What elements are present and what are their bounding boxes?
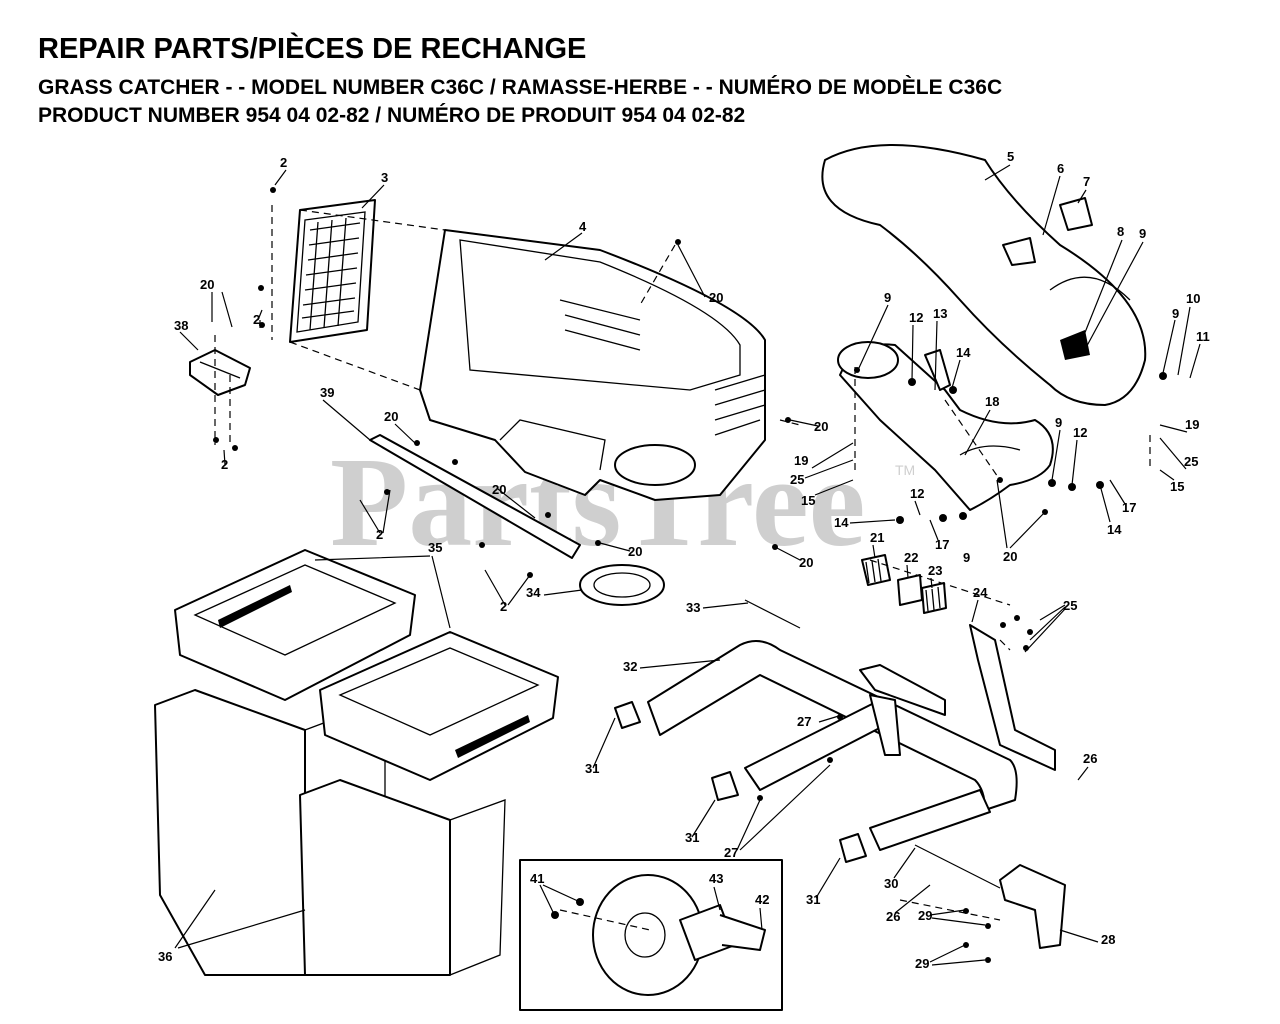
callout-14c: 14: [1107, 522, 1122, 537]
callout-labels: 2 3 4 5 6 7 8 9 9 9 10 11 9 12 13 14 18 …: [158, 149, 1210, 971]
wheel-inset: [519, 859, 783, 1011]
callout-25b: 25: [790, 472, 804, 487]
hardware-dots: [213, 187, 1167, 963]
callout-28: 28: [1101, 932, 1115, 947]
callout-2: 2: [280, 155, 287, 170]
callout-17b: 17: [1122, 500, 1136, 515]
callout-19b: 19: [794, 453, 808, 468]
callout-14a: 14: [956, 345, 971, 360]
watermark-trademark: TM: [895, 462, 915, 478]
callout-15b: 15: [801, 493, 815, 508]
callout-42: 42: [755, 892, 769, 907]
callout-39: 39: [320, 385, 334, 400]
callout-5: 5: [1007, 149, 1014, 164]
callout-2b: 2: [253, 312, 260, 327]
callout-20c: 20: [200, 277, 214, 292]
callout-17a: 17: [935, 537, 949, 552]
callout-7: 7: [1083, 174, 1090, 189]
cap-31c: [839, 833, 867, 863]
callout-12b: 12: [1073, 425, 1087, 440]
pad-6: [1002, 237, 1036, 266]
callout-2e: 2: [500, 599, 507, 614]
callout-36: 36: [158, 949, 172, 964]
callout-29a: 29: [918, 908, 932, 923]
callout-6: 6: [1057, 161, 1064, 176]
post: [869, 694, 901, 756]
product-number: PRODUCT NUMBER 954 04 02-82 / NUMÉRO DE …: [38, 104, 746, 127]
callout-13: 13: [933, 306, 947, 321]
callout-32: 32: [623, 659, 637, 674]
bracket-24: [969, 624, 1056, 771]
clamp: [859, 664, 946, 716]
callout-15a: 15: [1170, 479, 1184, 494]
filter-screen: [289, 199, 376, 343]
model-subtitle: GRASS CATCHER - - MODEL NUMBER C36C / RA…: [38, 76, 1003, 99]
callout-38: 38: [174, 318, 188, 333]
plate-39: [369, 434, 581, 559]
spring-assembly: [861, 554, 947, 614]
callout-33: 33: [686, 600, 700, 615]
callout-9a: 9: [1139, 226, 1146, 241]
chute-adapter: [837, 341, 1054, 511]
latch-7: [1059, 197, 1093, 231]
cap-31a: [614, 701, 641, 729]
cap-31b: [711, 771, 739, 801]
callout-41: 41: [530, 871, 544, 886]
callout-12a: 12: [909, 310, 923, 325]
callout-22: 22: [904, 550, 918, 565]
callout-9b: 9: [1172, 306, 1179, 321]
callout-12c: 12: [910, 486, 924, 501]
callout-3: 3: [381, 170, 388, 185]
callout-27a: 27: [797, 714, 811, 729]
callout-9e: 9: [963, 550, 970, 565]
callout-18: 18: [985, 394, 999, 409]
callout-26b: 26: [886, 909, 900, 924]
basket-right: [299, 631, 559, 976]
callout-31a: 31: [585, 761, 599, 776]
callout-20g: 20: [799, 555, 813, 570]
callout-30: 30: [884, 876, 898, 891]
ring-34: [579, 564, 665, 606]
callout-35: 35: [428, 540, 442, 555]
callout-4: 4: [579, 219, 587, 234]
callout-20h: 20: [1003, 549, 1017, 564]
bracket-28: [999, 864, 1066, 949]
basket-left: [154, 549, 416, 976]
callout-9d: 9: [1055, 415, 1062, 430]
catcher-body: [419, 229, 766, 501]
callout-14b: 14: [834, 515, 849, 530]
callout-21: 21: [870, 530, 884, 545]
callout-26a: 26: [1083, 751, 1097, 766]
callout-20f: 20: [628, 544, 642, 559]
callout-25a: 25: [1184, 454, 1198, 469]
callout-20a: 20: [709, 290, 723, 305]
callout-20d: 20: [384, 409, 398, 424]
pin-30: [914, 844, 1001, 889]
callout-31b: 31: [685, 830, 699, 845]
callout-9c: 9: [884, 290, 891, 305]
page-title: REPAIR PARTS/PIÈCES DE RECHANGE: [38, 33, 587, 65]
callout-27b: 27: [724, 845, 738, 860]
callout-25c: 25: [1063, 598, 1077, 613]
callout-43: 43: [709, 871, 723, 886]
callout-10: 10: [1186, 291, 1200, 306]
callout-34: 34: [526, 585, 541, 600]
bracket-38: [189, 349, 251, 396]
frame-rod: [647, 599, 1018, 851]
assembly-lines: [214, 205, 1151, 931]
callout-29b: 29: [915, 956, 929, 971]
callout-24: 24: [973, 585, 988, 600]
callout-20b: 20: [814, 419, 828, 434]
leader-lines: [174, 164, 1201, 966]
callout-19a: 19: [1185, 417, 1199, 432]
callout-2d: 2: [376, 527, 383, 542]
callout-23: 23: [928, 563, 942, 578]
callout-8: 8: [1117, 224, 1124, 239]
callout-11: 11: [1196, 329, 1210, 344]
